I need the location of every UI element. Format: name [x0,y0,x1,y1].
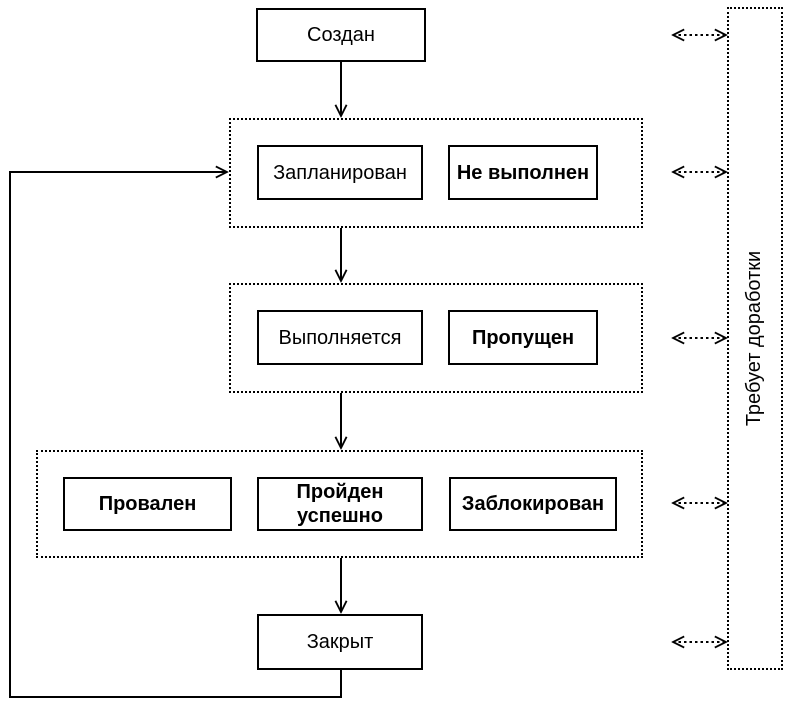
state-label-blocked: Заблокирован [461,493,605,515]
state-label-not-executed: Не выполнен [456,161,590,184]
state-label-created: Создан [307,24,375,46]
state-label-executing: Выполняется [278,326,402,349]
state-box-executing: Выполняется [257,310,423,365]
state-box-not-executed: Не выполнен [448,145,598,200]
state-box-blocked: Заблокирован [449,477,617,531]
state-box-passed: Пройден успешно [257,477,423,531]
needs-rework-label: Требует доработки [743,250,766,427]
state-box-closed: Закрыт [257,614,423,670]
state-label-passed-line2: успешно [297,505,383,527]
state-box-failed: Провален [63,477,232,531]
state-label-passed-line1: Пройден [296,481,384,503]
state-label-skipped: Пропущен [471,326,575,349]
state-box-created: Создан [256,8,426,62]
state-label-failed: Провален [98,493,197,515]
state-box-skipped: Пропущен [448,310,598,365]
needs-rework-panel: Требует доработки [727,7,783,670]
state-box-planned: Запланирован [257,145,423,200]
state-label-planned: Запланирован [273,161,407,184]
state-label-closed: Закрыт [306,631,374,653]
